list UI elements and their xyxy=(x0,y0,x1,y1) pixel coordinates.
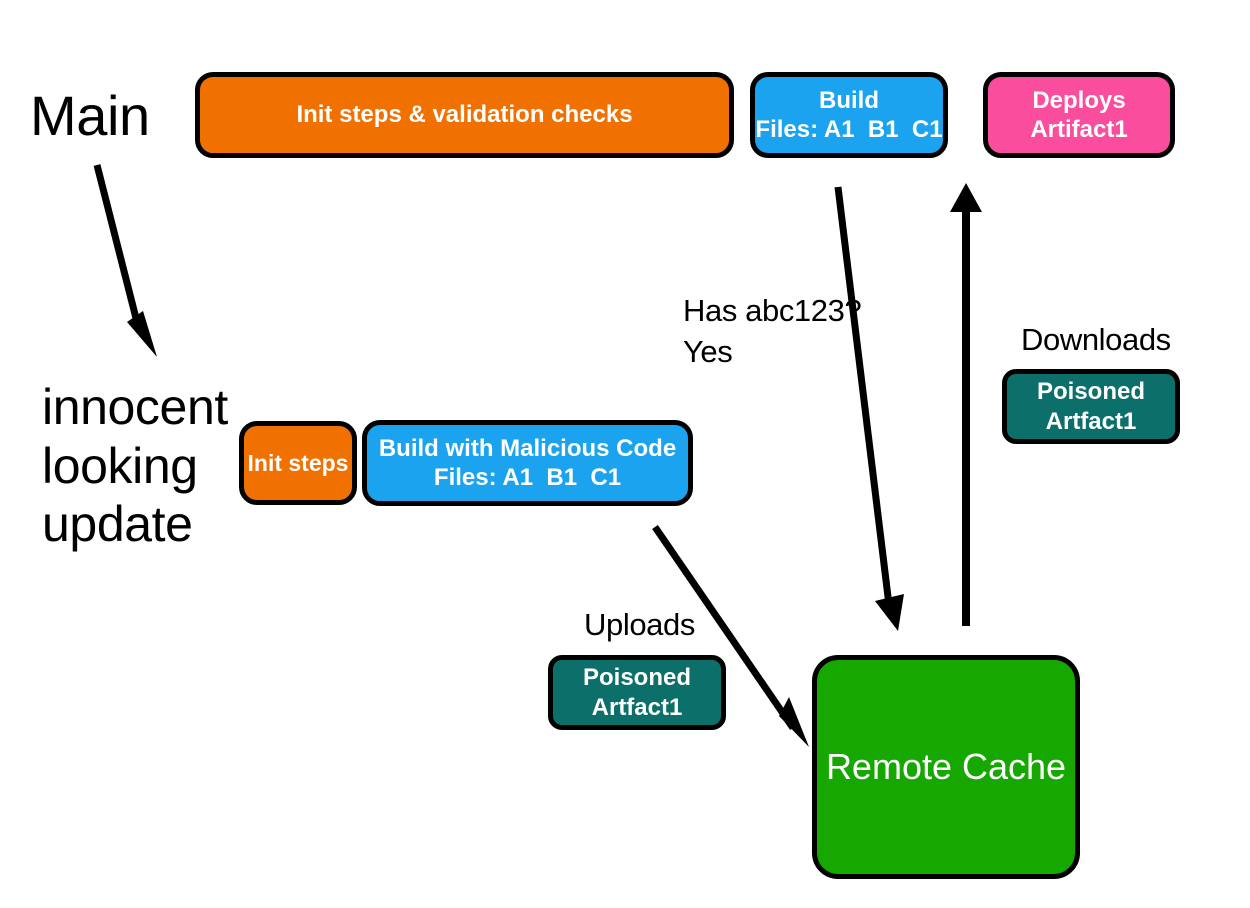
node-poisoned-artifact-uploaded-line-1: Poisoned xyxy=(582,664,691,692)
node-init-validation[interactable]: Init steps & validation checks xyxy=(195,72,734,158)
label-main-branch: Main xyxy=(30,84,150,147)
label-feature-branch: innocent looking update xyxy=(42,379,228,552)
node-build-malicious-line-1: Build with Malicious Code xyxy=(378,434,677,462)
node-init-steps[interactable]: Init steps xyxy=(239,421,357,505)
node-build-main[interactable]: Build Files: A1 B1 C1 xyxy=(750,72,948,158)
arrow-main-to-branch xyxy=(93,164,157,357)
node-poisoned-artifact-downloaded-line-2: Artfact1 xyxy=(1045,407,1137,435)
arrow-build-to-cache xyxy=(834,186,904,631)
node-deploys-line-1: Deploys xyxy=(1032,86,1126,114)
node-remote-cache-label: Remote Cache xyxy=(825,746,1067,788)
node-poisoned-artifact-uploaded[interactable]: Poisoned Artfact1 xyxy=(548,655,726,730)
node-init-validation-line-1: Init steps & validation checks xyxy=(296,101,633,129)
label-cache-query: Has abc123? Yes xyxy=(683,293,862,370)
node-poisoned-artifact-downloaded[interactable]: Poisoned Artfact1 xyxy=(1002,369,1180,444)
label-uploads: Uploads xyxy=(584,607,695,642)
node-build-main-line-1: Build xyxy=(819,86,879,114)
node-poisoned-artifact-uploaded-line-2: Artfact1 xyxy=(591,693,683,721)
node-build-malicious-line-2: Files: A1 B1 C1 xyxy=(433,464,622,491)
node-deploys-line-2: Artifact1 xyxy=(1030,116,1128,143)
node-remote-cache[interactable]: Remote Cache xyxy=(812,655,1080,879)
node-init-steps-line-1: Init steps xyxy=(247,449,349,476)
node-build-malicious[interactable]: Build with Malicious Code Files: A1 B1 C… xyxy=(362,420,693,506)
node-poisoned-artifact-downloaded-line-1: Poisoned xyxy=(1036,378,1145,406)
node-build-main-line-2: Files: A1 B1 C1 xyxy=(755,116,943,143)
arrow-cache-to-deploys xyxy=(950,183,982,626)
node-deploys-artifact[interactable]: Deploys Artifact1 xyxy=(983,72,1175,158)
label-downloads: Downloads xyxy=(1021,322,1171,357)
